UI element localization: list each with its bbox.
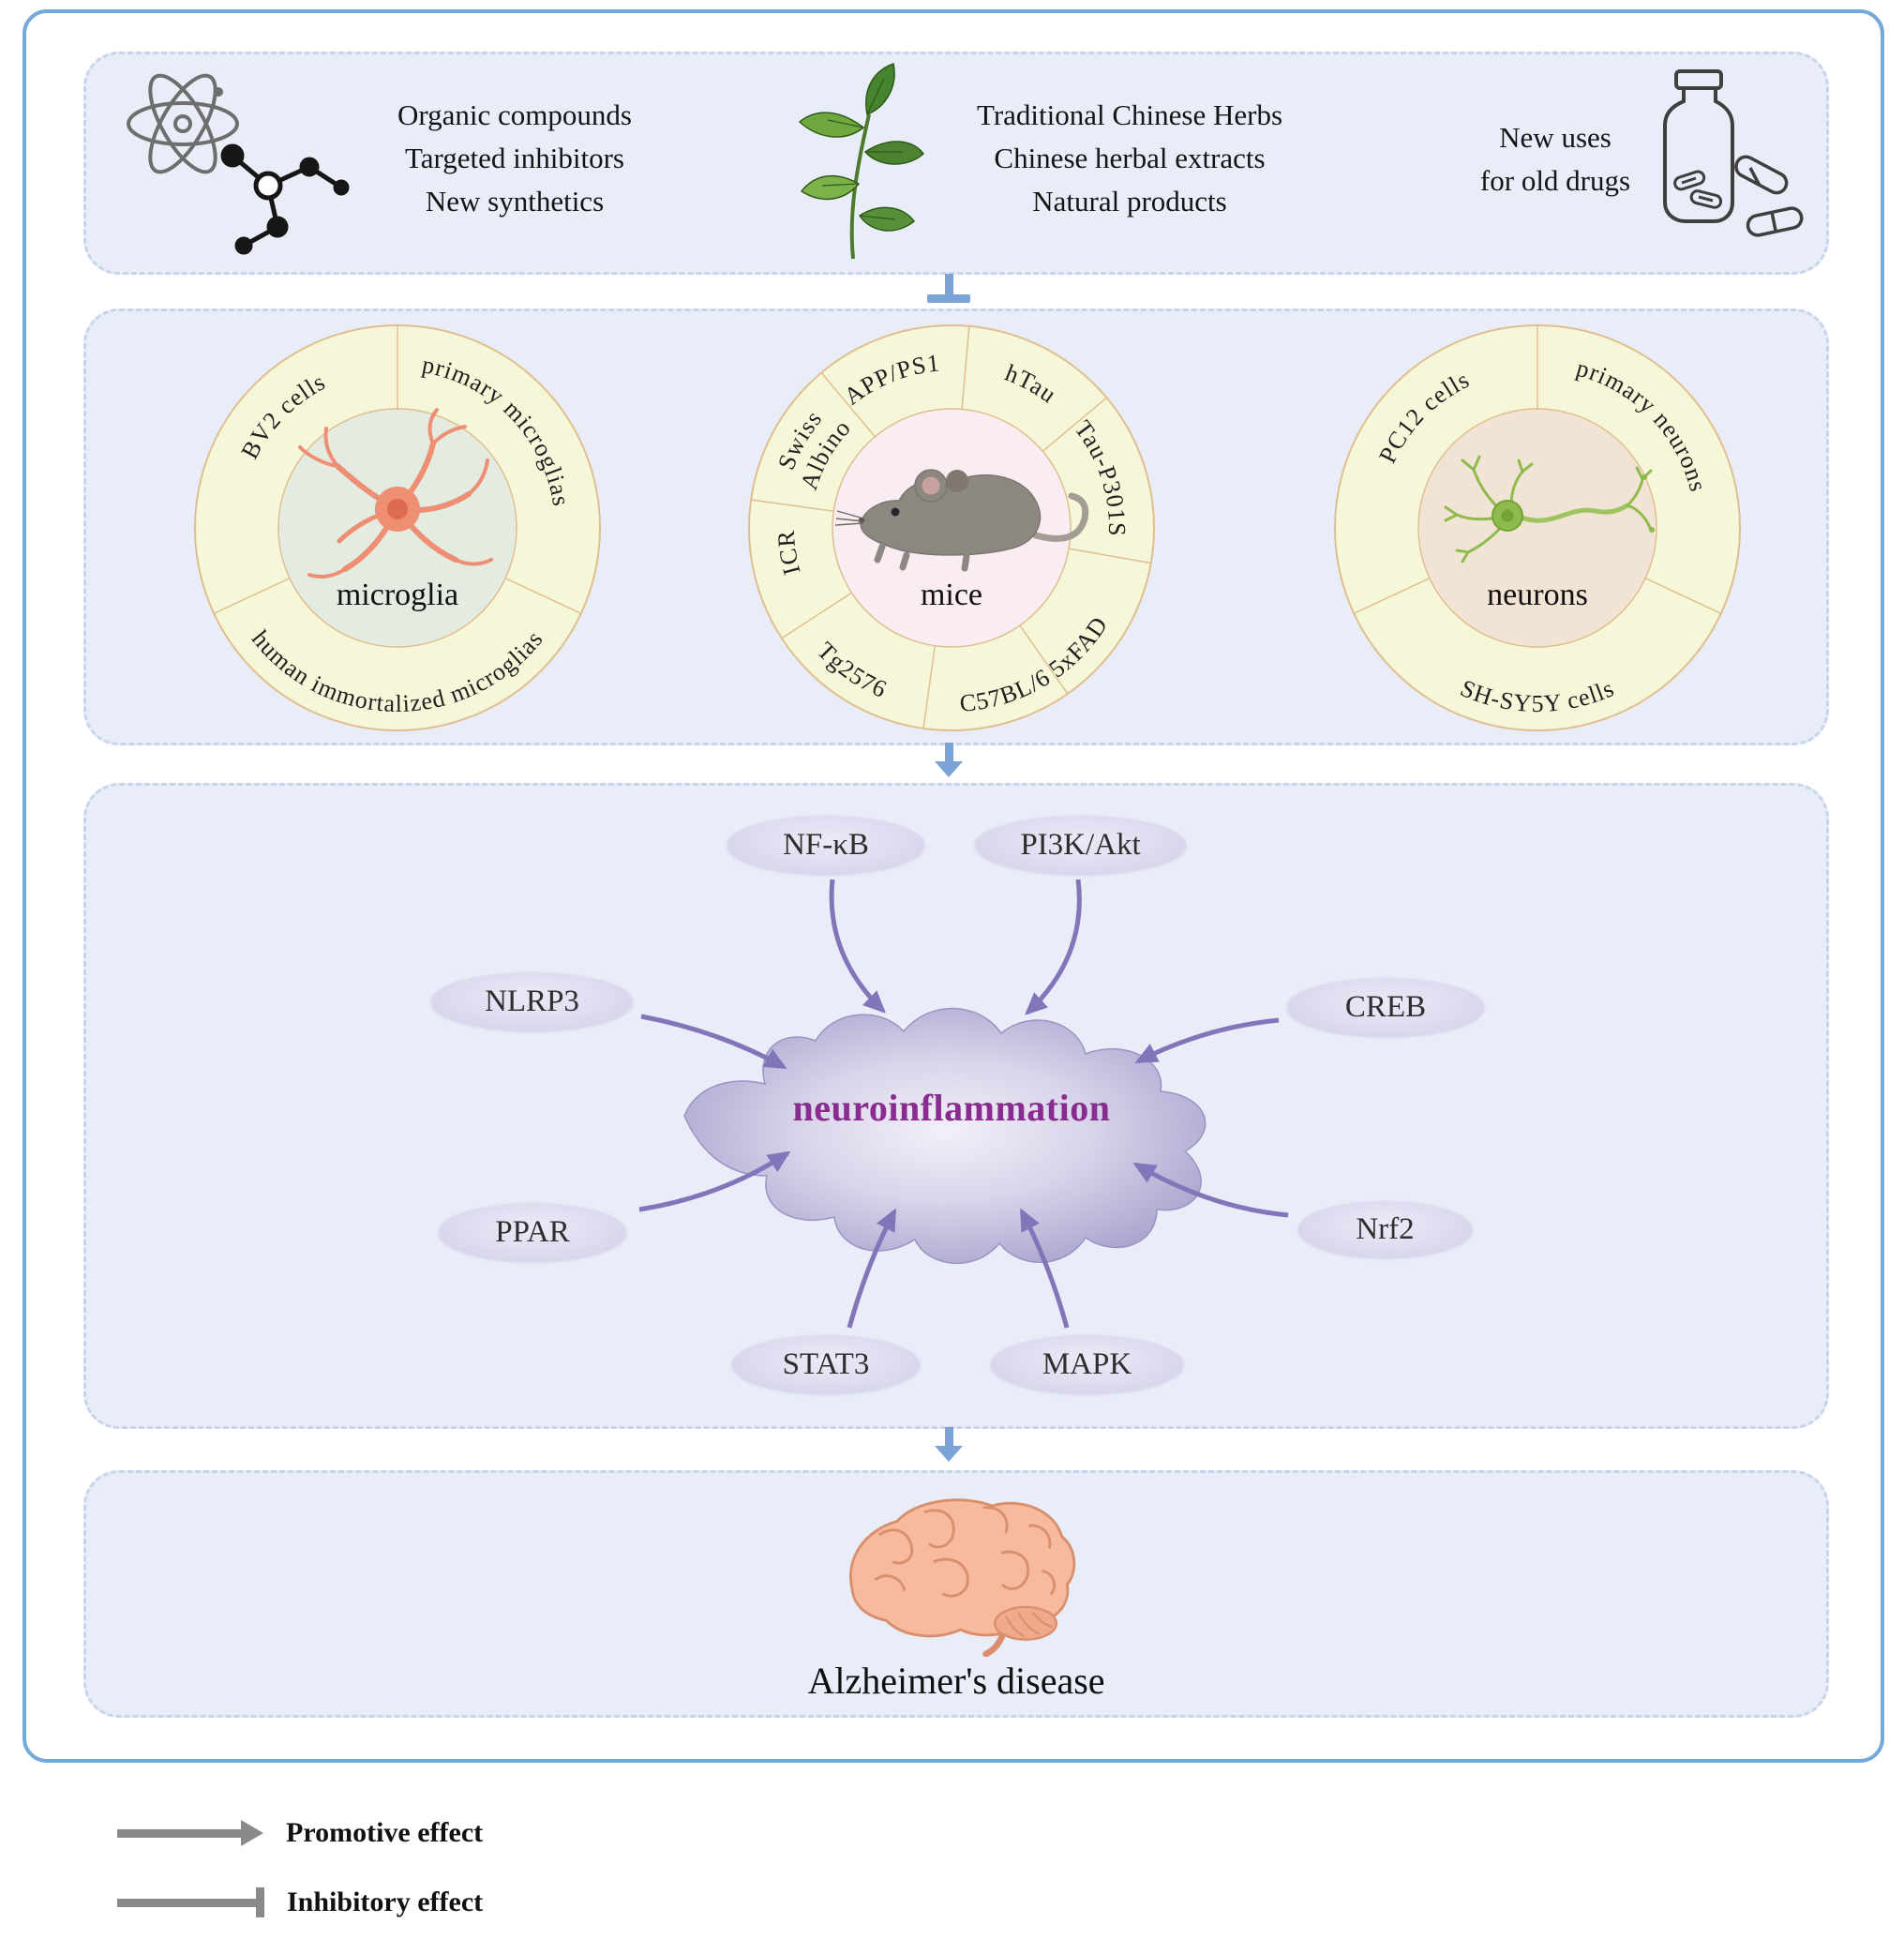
legend-promotive-label: Promotive effect bbox=[286, 1817, 484, 1848]
pathway-node-label: CREB bbox=[1344, 989, 1427, 1024]
repurposing-line-2: for old drugs bbox=[1479, 164, 1631, 197]
pathways-to-outcome-connector bbox=[935, 1427, 963, 1462]
models-panel: BV2 cells primary microglias human immor… bbox=[83, 308, 1829, 745]
pathway-node-stat3: STAT3 bbox=[732, 1335, 920, 1393]
compounds-line-2: Targeted inhibitors bbox=[404, 142, 624, 174]
neurons-model-wheel: PC12 cells primary neurons SH-SY5Y cells… bbox=[1334, 324, 1741, 731]
compounds-line-1: Organic compounds bbox=[397, 98, 632, 131]
connector-stem bbox=[944, 274, 953, 294]
mouse-illustration bbox=[834, 469, 1089, 572]
sources-to-models-connector bbox=[927, 274, 970, 303]
arrow-nlrp3 bbox=[640, 1014, 787, 1070]
legend-inhibitory-label: Inhibitory effect bbox=[287, 1886, 484, 1917]
molecule-icon bbox=[220, 143, 350, 255]
promotive-arrow-icon bbox=[117, 1820, 263, 1846]
connector-stem bbox=[944, 743, 953, 761]
pathway-node-pi3kakt: PI3K/Akt bbox=[975, 816, 1186, 874]
microglia-illustration bbox=[298, 408, 493, 579]
arrow-creb bbox=[1134, 1017, 1280, 1064]
pathway-node-label: NF-κB bbox=[783, 827, 869, 862]
mice-center-label: mice bbox=[921, 578, 982, 612]
mice-model-wheel: APP/PS1 hTau Tau-P301S 5xFAD C57BL/6 Tg2… bbox=[748, 324, 1155, 731]
arrow-ppar bbox=[638, 1150, 791, 1212]
compounds-line-3: New synthetics bbox=[425, 185, 605, 218]
connector-arrowhead bbox=[935, 1446, 963, 1462]
inhibitory-bar-icon bbox=[117, 1887, 264, 1917]
ring-label-icr: ICR bbox=[772, 529, 805, 578]
pathway-node-nrf2: Nrf2 bbox=[1298, 1201, 1472, 1257]
herbs-text: Traditional Chinese Herbs Chinese herbal… bbox=[919, 94, 1341, 223]
herbs-line-3: Natural products bbox=[1032, 185, 1227, 218]
herb-plant-icon bbox=[798, 62, 925, 260]
repurposing-line-1: New uses bbox=[1499, 121, 1612, 154]
neuron-illustration bbox=[1444, 455, 1655, 564]
arrow-pi3kakt bbox=[1025, 879, 1082, 1015]
pathway-node-mapk: MAPK bbox=[991, 1335, 1183, 1393]
neurons-center-label: neurons bbox=[1487, 578, 1588, 612]
arrow-nfkb bbox=[829, 879, 886, 1014]
compounds-text: Organic compounds Targeted inhibitors Ne… bbox=[313, 94, 716, 223]
outcome-panel: Alzheimer's disease bbox=[83, 1470, 1829, 1718]
legend-inhibitory-row: Inhibitory effect bbox=[117, 1886, 483, 1918]
neuroinflammation-label: neuroinflammation bbox=[792, 1087, 1111, 1129]
inhibition-bar bbox=[927, 294, 970, 303]
svg-text:ICR: ICR bbox=[772, 529, 806, 578]
models-to-pathways-connector bbox=[935, 743, 963, 777]
arrow-nrf2 bbox=[1132, 1162, 1289, 1218]
pill-bottle-icon bbox=[1663, 69, 1804, 237]
connector-arrowhead bbox=[935, 761, 963, 777]
alzheimers-disease-label: Alzheimer's disease bbox=[807, 1660, 1105, 1702]
pathway-node-nfkb: NF-κB bbox=[727, 816, 924, 874]
pathway-node-label: PI3K/Akt bbox=[1020, 827, 1141, 862]
microglia-center-label: microglia bbox=[337, 578, 458, 612]
pathway-node-nlrp3: NLRP3 bbox=[431, 972, 633, 1030]
atom-icon bbox=[127, 73, 239, 174]
brain-illustration bbox=[849, 1498, 1076, 1657]
legend-promotive-row: Promotive effect bbox=[117, 1817, 483, 1849]
pathway-node-label: PPAR bbox=[495, 1214, 570, 1249]
neuroinflammation-blob bbox=[683, 1007, 1207, 1264]
arrow-stat3 bbox=[847, 1208, 897, 1329]
ring-dividers bbox=[751, 325, 1151, 729]
ring-dividers bbox=[213, 325, 582, 614]
pathway-node-label: MAPK bbox=[1042, 1346, 1132, 1381]
herbs-line-2: Chinese herbal extracts bbox=[994, 142, 1266, 174]
pathway-node-creb: CREB bbox=[1287, 978, 1484, 1036]
arrow-mapk bbox=[1019, 1208, 1070, 1329]
sources-panel: Organic compounds Targeted inhibitors Ne… bbox=[83, 52, 1829, 275]
connector-stem bbox=[944, 1427, 953, 1446]
pathways-graphic bbox=[638, 879, 1289, 1329]
pathway-node-label: Nrf2 bbox=[1356, 1211, 1415, 1246]
pathways-panel: NF-κB PI3K/Akt NLRP3 CREB PPAR Nrf2 STAT… bbox=[83, 783, 1829, 1429]
microglia-model-wheel: BV2 cells primary microglias human immor… bbox=[194, 324, 601, 731]
ring-dividers bbox=[1353, 325, 1722, 614]
compound-molecule-icon bbox=[127, 73, 350, 255]
pathway-node-label: NLRP3 bbox=[485, 984, 579, 1018]
herbs-line-1: Traditional Chinese Herbs bbox=[976, 98, 1283, 131]
pathway-node-ppar: PPAR bbox=[439, 1203, 626, 1261]
pathway-arrows bbox=[638, 879, 1289, 1329]
repurposing-text: New uses for old drugs bbox=[1429, 116, 1682, 203]
pathway-node-label: STAT3 bbox=[782, 1346, 870, 1381]
